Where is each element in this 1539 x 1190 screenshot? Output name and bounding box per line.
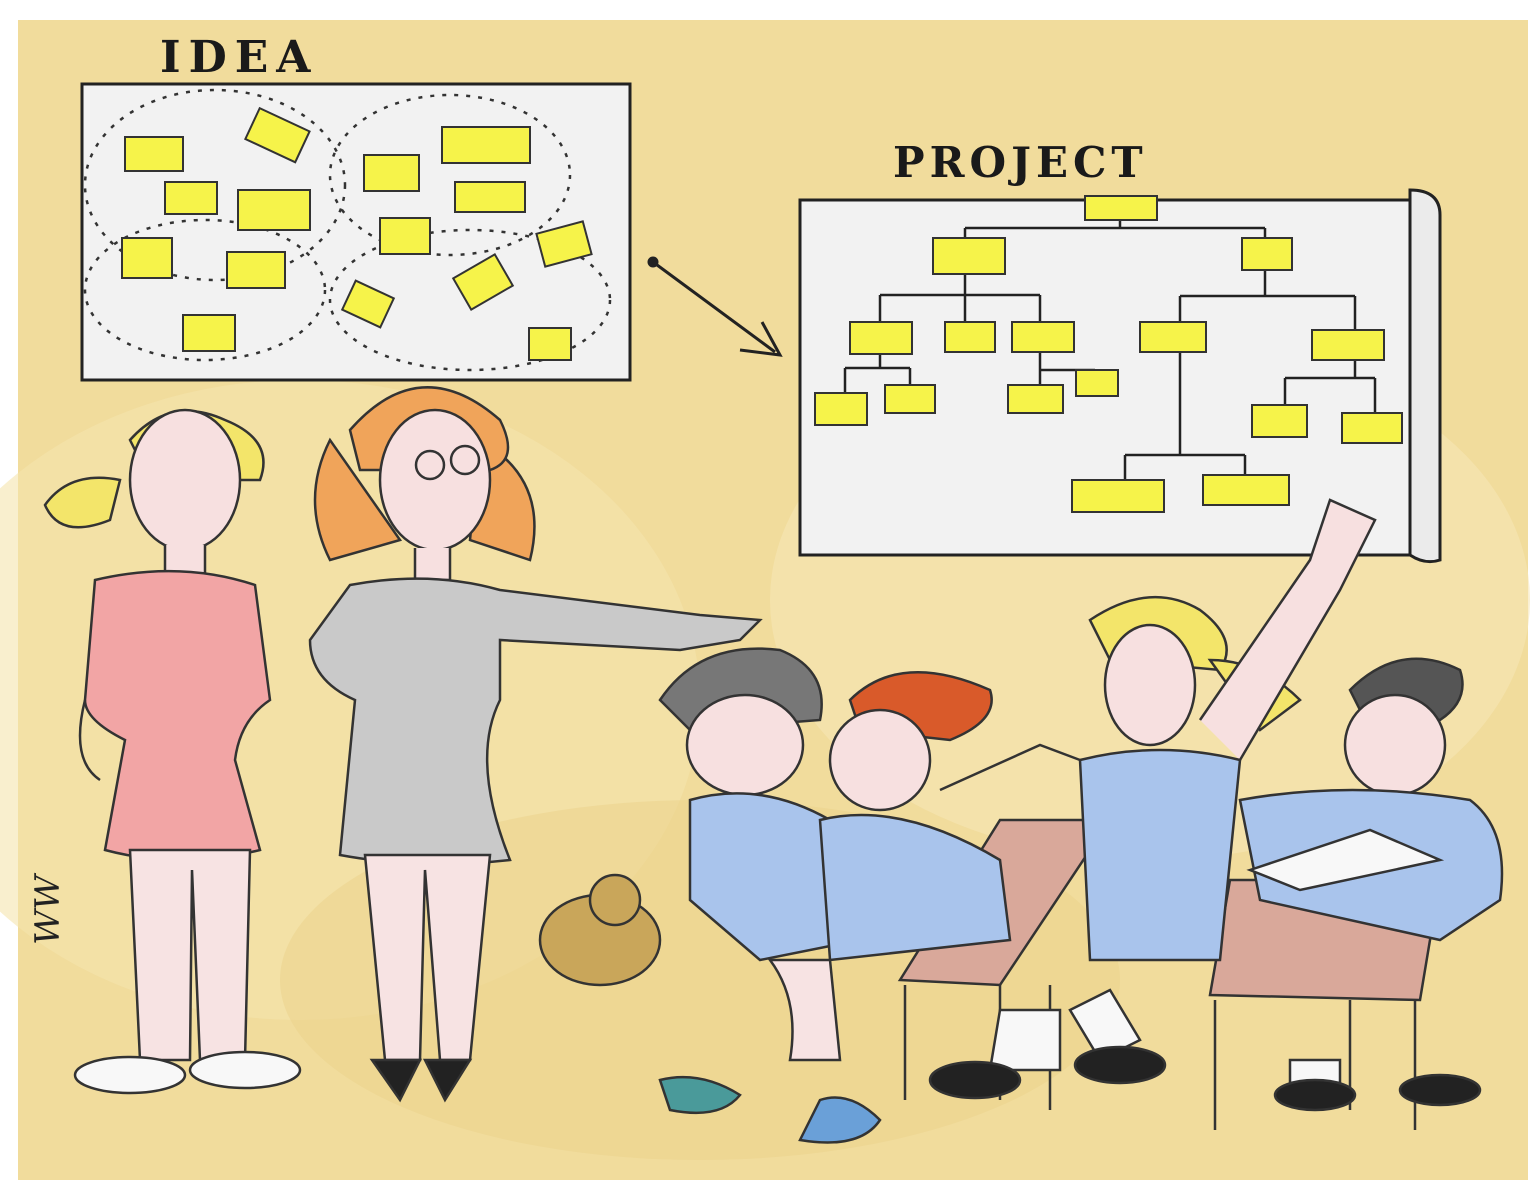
girl-in-pink-dress	[43, 408, 302, 1095]
idea-clusters	[83, 88, 612, 372]
idea-board	[80, 82, 632, 382]
project-label: PROJECT	[893, 138, 1148, 187]
project-tree-lines	[843, 220, 1377, 480]
project-sticky-notes	[814, 195, 1403, 513]
idea-label: IDEA	[160, 32, 319, 83]
teacher-in-grey	[308, 386, 763, 1103]
arrow-idea-to-project	[647, 256, 783, 357]
artist-signature: WW	[28, 875, 68, 945]
student-raising-hand	[928, 498, 1377, 1100]
project-board	[798, 188, 1442, 564]
student-folding-paper	[1238, 657, 1504, 1112]
student-with-red-hair	[658, 670, 1081, 1144]
idea-sticky-notes	[121, 106, 593, 361]
